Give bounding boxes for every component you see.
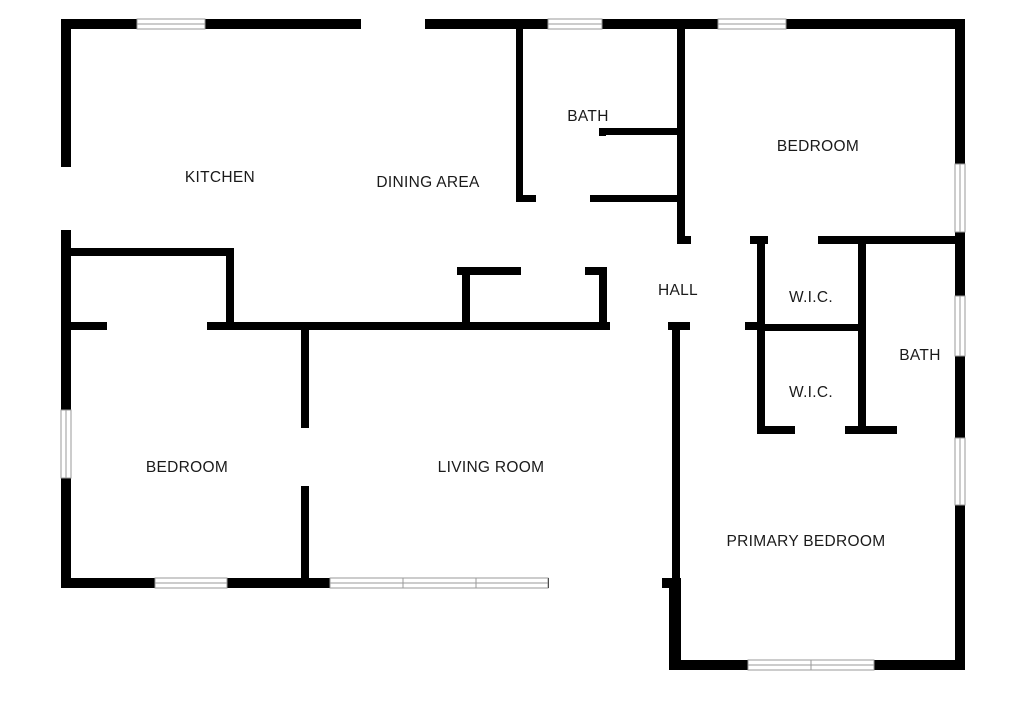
room-label-kitchen: KITCHEN	[185, 169, 255, 186]
room-label-bath-upper: BATH	[567, 108, 608, 125]
room-label-bath-right: BATH	[899, 347, 940, 364]
room-labels: KITCHEN DINING AREA BATH BEDROOM HALL W.…	[146, 108, 940, 550]
interior-walls	[71, 29, 958, 586]
room-label-bedroom-upper-right: BEDROOM	[777, 138, 859, 155]
exterior-walls	[61, 19, 965, 670]
room-label-dining-area: DINING AREA	[376, 174, 480, 191]
room-label-bedroom-left: BEDROOM	[146, 459, 228, 476]
room-label-primary-bedroom: PRIMARY BEDROOM	[727, 533, 886, 550]
windows	[60, 18, 966, 671]
room-label-hall: HALL	[658, 282, 698, 299]
room-label-wic-lower: W.I.C.	[789, 384, 833, 401]
room-label-living-room: LIVING ROOM	[438, 459, 545, 476]
room-label-wic-upper: W.I.C.	[789, 289, 833, 306]
